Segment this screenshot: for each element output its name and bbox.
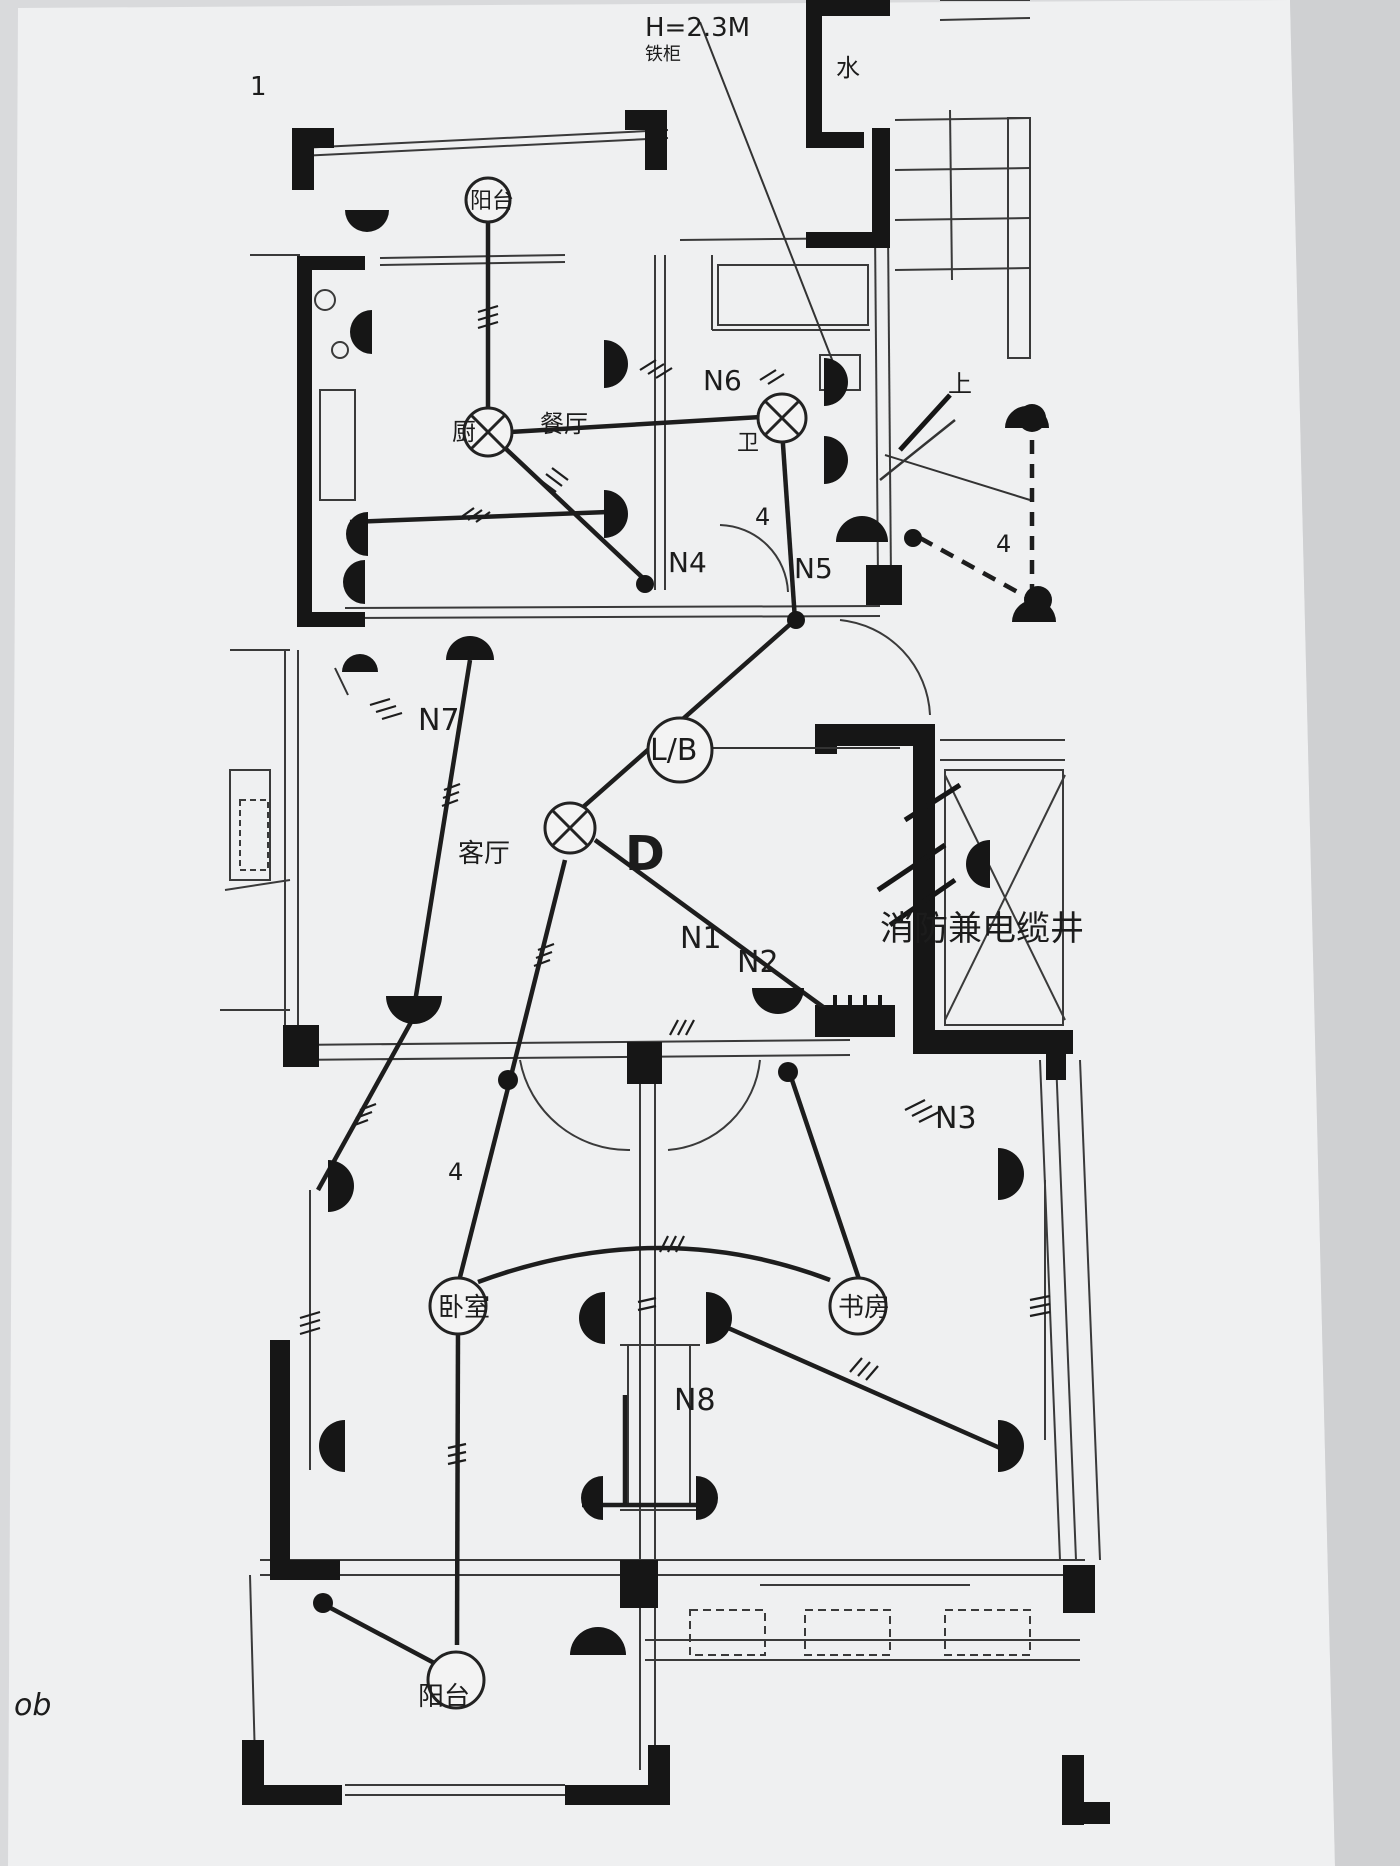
wall-lamp-icon bbox=[342, 654, 378, 672]
wall-lamp-icon bbox=[350, 310, 372, 354]
wall-lamp-icon bbox=[706, 1292, 732, 1344]
ceiling-light-icon bbox=[543, 801, 597, 855]
switch-icon bbox=[787, 611, 805, 629]
circuit-n4: N4 bbox=[668, 546, 707, 579]
conduit-ticks bbox=[299, 304, 1051, 1466]
switch-icon bbox=[1024, 586, 1052, 614]
count-4-bedroom: 4 bbox=[448, 1158, 463, 1186]
switch-icon bbox=[498, 1070, 518, 1090]
paper bbox=[8, 0, 1335, 1866]
switch-icon bbox=[1018, 404, 1046, 432]
circuit-n6: N6 bbox=[703, 364, 742, 397]
bath-label: 卫 bbox=[737, 431, 759, 456]
riser-arrows bbox=[876, 393, 962, 928]
ceiling-light-icon bbox=[464, 176, 512, 224]
dining-label: 餐厅 bbox=[540, 410, 588, 438]
wall-lamp-icon bbox=[570, 1627, 626, 1655]
wall-lamp-icon bbox=[604, 340, 628, 388]
circuit-n5: N5 bbox=[794, 552, 833, 585]
wall-lamp-icon bbox=[836, 516, 888, 542]
switches bbox=[313, 404, 1052, 1613]
wall-lamp-icon bbox=[966, 840, 990, 888]
wall-lamp-icon bbox=[346, 512, 368, 556]
wall-lamp-icon bbox=[824, 358, 848, 406]
ceiling-light-icon bbox=[756, 392, 808, 444]
stair-up-label: 上 bbox=[948, 370, 972, 398]
circuit-n7: N7 bbox=[418, 703, 460, 738]
wall-lamp-icon bbox=[579, 1292, 605, 1344]
ceiling-light-icon bbox=[828, 1276, 888, 1336]
wall-lamp-icon bbox=[386, 996, 442, 1024]
wall-lamp-icon bbox=[446, 636, 494, 660]
wall-lamp-icon bbox=[998, 1420, 1024, 1472]
bedroom-left-label: 卧室 bbox=[438, 1293, 490, 1323]
panel-circle-icon bbox=[646, 716, 714, 784]
wall-lamp-icon bbox=[696, 1476, 718, 1520]
wall-lamp-icon bbox=[998, 1148, 1024, 1200]
balcony-bottom-label: 阳台 bbox=[418, 1682, 470, 1712]
wall-lamp-icon bbox=[319, 1420, 345, 1472]
paper-shadow bbox=[1290, 0, 1400, 1866]
distribution-box-label: D bbox=[625, 826, 665, 882]
wall-lamp-icon bbox=[581, 1476, 603, 1520]
count-4-kitchen: 4 bbox=[755, 503, 770, 531]
ceiling-light-icon bbox=[428, 1276, 488, 1336]
corner-mark: 1 bbox=[250, 72, 267, 102]
wall-lamp-icon bbox=[824, 436, 848, 484]
walls bbox=[242, 0, 1110, 1825]
distribution-box-icon bbox=[815, 995, 895, 1035]
wall-lamp-icon bbox=[343, 560, 365, 604]
circuit-n2: N2 bbox=[737, 945, 779, 980]
bedroom-right-label: 书房 bbox=[838, 1293, 890, 1323]
height-note: H=2.3M bbox=[645, 13, 750, 43]
wall-lamp-icon bbox=[604, 490, 628, 538]
circuit-n1: N1 bbox=[680, 921, 722, 956]
panel-label: L/B bbox=[650, 733, 697, 768]
thin-wiring bbox=[334, 21, 1031, 749]
switch-icon bbox=[636, 575, 654, 593]
riser-note: 消防兼电缆井 bbox=[880, 909, 1084, 949]
count-4-stair: 4 bbox=[996, 530, 1011, 558]
switch-icon bbox=[313, 1593, 333, 1613]
wall-lamp-icon bbox=[752, 988, 804, 1014]
labels: H=2.3M 铁柜 水 阳台 厨 餐厅 卫 客厅 卧室 书房 阳台 L/B D … bbox=[14, 13, 1084, 1723]
balcony-top-label: 阳台 bbox=[470, 189, 514, 214]
switch-icon bbox=[904, 529, 922, 547]
wall-lamp-icon bbox=[328, 1160, 354, 1212]
margin-note: ob bbox=[14, 1688, 51, 1723]
ceiling-light-icon bbox=[462, 406, 514, 458]
wall-lamp-icon bbox=[345, 210, 389, 232]
circuit-n8: N8 bbox=[674, 1383, 716, 1418]
ceiling-light-icon bbox=[426, 1650, 486, 1710]
circuit-n3: N3 bbox=[935, 1101, 977, 1136]
kitchen-label: 厨 bbox=[452, 418, 476, 446]
height-sub: 铁柜 bbox=[645, 44, 681, 65]
water-label: 水 bbox=[836, 54, 860, 82]
living-label: 客厅 bbox=[458, 839, 510, 869]
switch-icon bbox=[778, 1062, 798, 1082]
